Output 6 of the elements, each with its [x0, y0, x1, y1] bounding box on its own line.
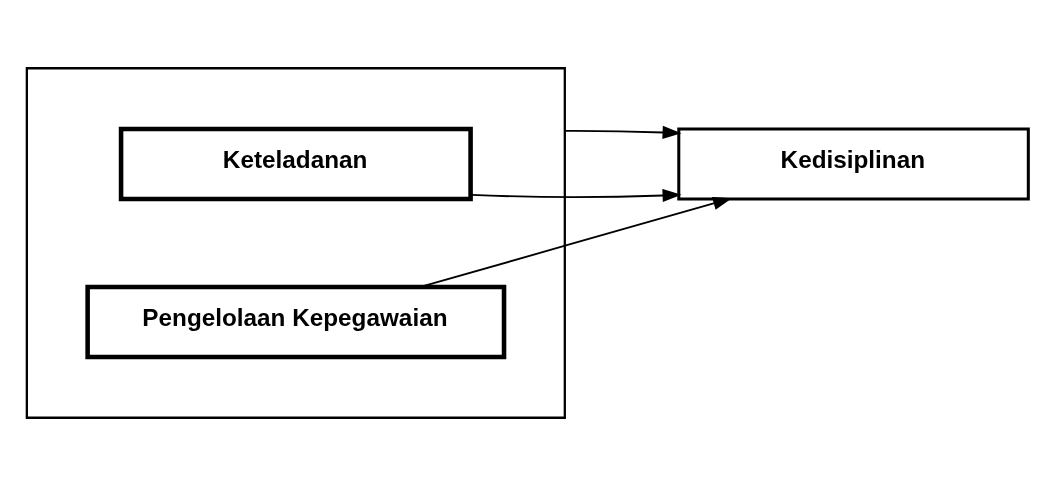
node-box: Keteladanan [118, 126, 473, 201]
node-box: Pengelolaan Kepegawaian [85, 284, 507, 359]
arrow [470, 188, 682, 202]
node-box: Kedisiplinan [677, 127, 1030, 200]
cluster [25, 66, 566, 419]
arrow [563, 125, 682, 139]
